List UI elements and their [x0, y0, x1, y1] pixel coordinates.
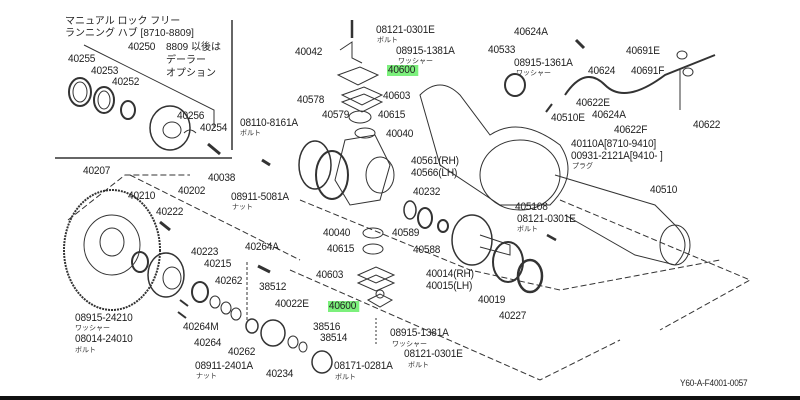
part-label: 08121-0301E — [376, 24, 435, 36]
part-label: 08911-2401A — [195, 360, 254, 372]
inset-note-line3: オプション — [166, 68, 216, 79]
part-label: 40254 — [200, 122, 228, 134]
part-label: 08121-0301E — [404, 348, 463, 360]
part-label: 40250 — [128, 41, 156, 53]
part-label: 40232 — [413, 186, 441, 198]
part-label: 40040 — [323, 227, 351, 239]
part-label: 08915-24210 — [75, 312, 133, 324]
highlighted-part-label-40600-bottom[interactable]: 40600 — [328, 301, 359, 312]
part-label: 40624A — [592, 109, 626, 121]
part-label: 08014-24010 — [75, 333, 133, 345]
part-label: 08911-5081A — [231, 191, 290, 203]
part-label: 40227 — [499, 310, 527, 322]
part-label: 40042 — [295, 46, 323, 58]
part-label: 38516 — [313, 321, 341, 333]
part-label: 40615 — [327, 243, 355, 255]
part-label: 40253 — [91, 65, 119, 77]
bolt-note: ボルト — [240, 130, 261, 137]
part-label: 40262 — [215, 275, 243, 287]
inset-note-line2: デーラー — [166, 55, 206, 66]
part-label: 40255 — [68, 53, 96, 65]
bolt-note: ボルト — [75, 347, 96, 354]
part-label: 08915-1361A — [514, 57, 573, 69]
part-label: 40015(LH) — [426, 280, 473, 292]
nut-note: ナット — [196, 373, 217, 380]
part-label: 40603 — [316, 269, 344, 281]
part-label: 08121-0301E — [517, 213, 576, 225]
part-label: 40561(RH) — [411, 155, 459, 167]
part-label: 40040 — [386, 128, 414, 140]
part-label: 40234 — [266, 368, 294, 380]
part-label: 40622F — [614, 124, 648, 136]
part-label: 08171-0281A — [334, 360, 393, 372]
washer-note: ワッシャー — [392, 341, 427, 348]
part-label: 40589 — [392, 227, 420, 239]
part-label: 40588 — [413, 244, 441, 256]
part-label: 40207 — [83, 165, 111, 177]
part-label: 40022E — [275, 298, 309, 310]
part-label: 40222 — [156, 206, 184, 218]
part-label: 08915-1381A — [396, 45, 455, 57]
part-label: 40566(LH) — [411, 167, 458, 179]
part-label: 40691F — [631, 65, 665, 77]
part-label: 40038 — [208, 172, 236, 184]
part-label: 40252 — [112, 76, 140, 88]
part-label: 40624 — [588, 65, 616, 77]
diagram-id: Y60-A-F4001-0057 — [680, 378, 748, 388]
bolt-note: ボルト — [408, 362, 429, 369]
part-label: 38512 — [259, 281, 287, 293]
part-label: 40603 — [383, 90, 411, 102]
part-label: 40510 — [650, 184, 678, 196]
washer-note: ワッシャー — [516, 70, 551, 77]
part-label: 40691E — [626, 45, 660, 57]
bottom-border — [0, 396, 800, 400]
part-label: 40624A — [514, 26, 548, 38]
highlighted-part-label-40600-top[interactable]: 40600 — [387, 65, 418, 76]
part-label: 40215 — [204, 258, 232, 270]
part-label: 40264M — [183, 321, 219, 333]
nut-note: ナット — [232, 204, 253, 211]
inset-title-line2: ランニング ハブ [8710-8809] — [65, 28, 194, 39]
part-label: 00931-2121A[9410- ] — [571, 150, 663, 162]
bolt-note: ボルト — [377, 37, 398, 44]
part-label: 40264A — [245, 241, 279, 253]
part-label: 40578 — [297, 94, 325, 106]
part-label: 40110A[8710-9410] — [571, 138, 657, 150]
part-label: 40622 — [693, 119, 721, 131]
inset-note-line1: 8809 以後は — [166, 42, 222, 53]
part-label: 40014(RH) — [426, 268, 474, 280]
part-label: 40223 — [191, 246, 219, 258]
part-label: 40019 — [478, 294, 506, 306]
part-label: 38514 — [320, 332, 348, 344]
part-label: 40202 — [178, 185, 206, 197]
bolt-note: ボルト — [517, 226, 538, 233]
plug-note: プラグ — [572, 163, 593, 170]
part-label: 40262 — [228, 346, 256, 358]
part-label: 40256 — [177, 110, 205, 122]
part-label: 40210 — [128, 190, 156, 202]
part-label: 40533 — [488, 44, 516, 56]
part-label: 405108 — [515, 201, 548, 213]
part-label: 40615 — [378, 109, 406, 121]
washer-note: ワッシャー — [398, 58, 433, 65]
washer-note: ワッシャー — [75, 325, 110, 332]
part-label: 40510E — [551, 112, 585, 124]
part-label: 40264 — [194, 337, 222, 349]
inset-title-line1: マニュアル ロック フリー — [65, 16, 181, 27]
part-label: 08110-8161A — [240, 117, 299, 129]
bolt-note: ボルト — [335, 374, 356, 381]
part-label: 08915-1381A — [390, 327, 449, 339]
part-label: 40622E — [576, 97, 610, 109]
part-label: 40579 — [322, 109, 350, 121]
